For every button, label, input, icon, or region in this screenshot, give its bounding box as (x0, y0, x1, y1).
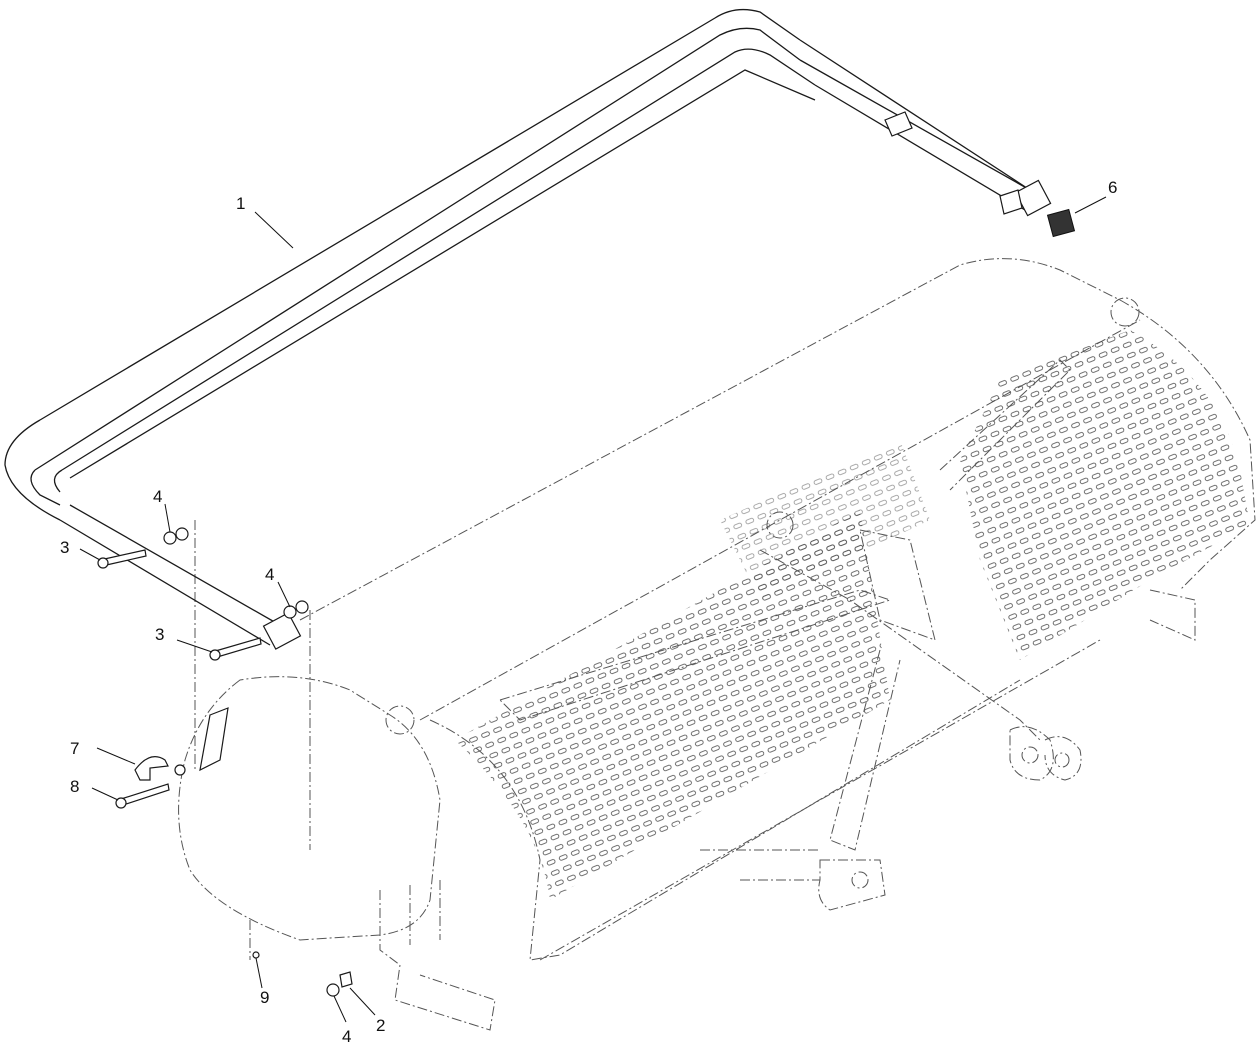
callout-9: 9 (260, 988, 269, 1007)
callout-6: 6 (1108, 178, 1117, 197)
callout-labels: 1 2 3 3 4 4 4 6 7 8 9 (60, 178, 1117, 1046)
callout-4b: 4 (265, 565, 274, 584)
tube-frame (4, 8, 1052, 650)
leader-lines (79, 196, 1107, 1023)
callout-8: 8 (70, 777, 79, 796)
washers-upper (163, 527, 309, 619)
callout-1: 1 (236, 194, 245, 213)
bolts (97, 549, 262, 809)
callout-2: 2 (376, 1016, 385, 1035)
callout-3b: 3 (155, 625, 164, 644)
end-cap (1046, 208, 1076, 238)
lower-hardware (252, 951, 353, 997)
callout-4a: 4 (153, 487, 162, 506)
callout-3a: 3 (60, 538, 69, 557)
strap-latch (134, 707, 229, 781)
callout-4c: 4 (342, 1027, 351, 1046)
perforated-shell (455, 330, 1250, 900)
hitch-frame (385, 297, 1196, 911)
callout-7: 7 (70, 739, 79, 758)
